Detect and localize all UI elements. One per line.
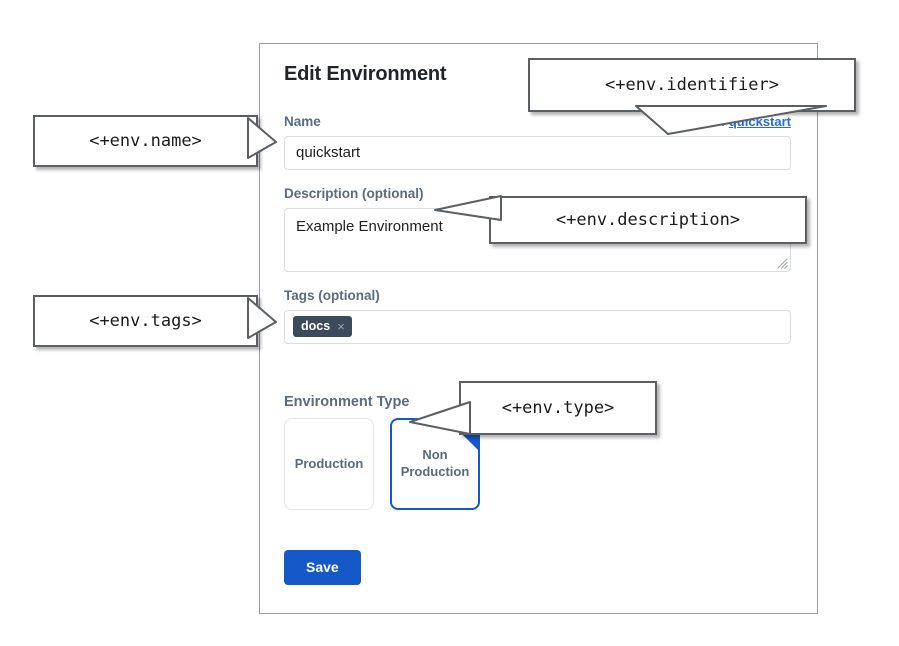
callout-env-description: <+env.description>	[489, 196, 807, 244]
callout-env-tags: <+env.tags>	[33, 295, 258, 347]
name-label-row: Name ID: quickstart	[284, 114, 791, 131]
environment-id-note: ID: quickstart	[708, 114, 791, 129]
name-field-group: Name ID: quickstart	[284, 114, 791, 170]
save-button[interactable]: Save	[284, 549, 361, 586]
id-prefix-label: ID:	[707, 114, 726, 129]
tags-field-group: Tags (optional) docs ×	[284, 288, 791, 344]
name-input[interactable]	[284, 135, 791, 170]
page-title: Edit Environment	[284, 63, 447, 85]
name-label: Name	[284, 114, 321, 129]
non-production-card-label: Non Production	[401, 447, 470, 480]
callout-env-tags-text: <+env.tags>	[89, 311, 202, 331]
tag-remove-icon[interactable]: ×	[337, 319, 345, 335]
non-production-card-line1: Non	[422, 447, 448, 463]
tags-input[interactable]: docs ×	[284, 309, 791, 344]
callout-env-name: <+env.name>	[33, 115, 258, 167]
callout-env-description-text: <+env.description>	[555, 210, 741, 230]
callout-env-type-text: <+env.type>	[501, 398, 615, 418]
callout-env-type: <+env.type>	[459, 381, 657, 435]
environment-type-option-production[interactable]: Production	[284, 417, 374, 510]
description-label: Description (optional)	[284, 185, 424, 201]
form-actions: Save	[284, 549, 791, 586]
production-card-label: Production	[294, 455, 364, 471]
non-production-card-line2: Production	[400, 463, 470, 479]
environment-id-link[interactable]: quickstart	[728, 114, 791, 129]
tags-label-row: Tags (optional)	[284, 288, 791, 305]
edit-environment-panel: Edit Environment Name ID: quickstart Des…	[259, 43, 818, 614]
description-label-row: Description (optional)	[284, 186, 791, 203]
environment-type-label: Environment Type	[284, 393, 410, 410]
callout-env-identifier: <+env.identifier>	[528, 58, 856, 112]
tag-chip-label: docs	[301, 319, 331, 334]
callout-env-name-text: <+env.name>	[89, 131, 202, 151]
callout-env-identifier-text: <+env.identifier>	[605, 75, 779, 95]
tags-label: Tags (optional)	[284, 287, 380, 303]
tag-chip[interactable]: docs ×	[293, 316, 352, 338]
